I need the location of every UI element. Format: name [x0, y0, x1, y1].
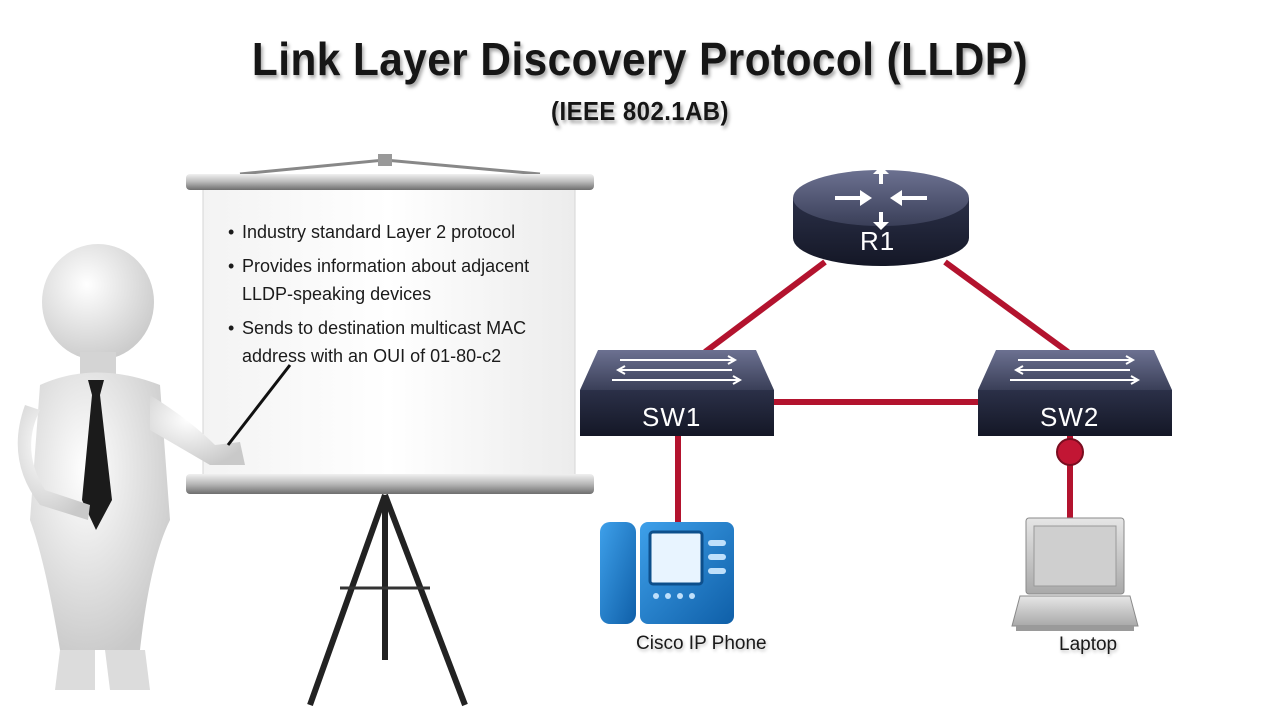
port-indicator-icon — [1056, 438, 1084, 466]
switch1-label: SW1 — [642, 402, 702, 432]
router-arrows-icon — [835, 166, 927, 230]
laptop-label: Laptop — [1059, 634, 1118, 655]
ip-phone-icon — [600, 522, 734, 624]
switch-sw2 — [978, 350, 1172, 466]
switch-arrows-icon — [1010, 355, 1141, 385]
router-r1 — [793, 166, 969, 266]
phone-label: Cisco IP Phone — [636, 633, 767, 654]
switch-sw1 — [580, 350, 774, 436]
page-title: Link Layer Discovery Protocol (LLDP) — [251, 33, 1029, 85]
link-r1-sw1 — [703, 259, 827, 355]
bullet-item: Industry standard Layer 2 protocol — [228, 218, 568, 246]
bullet-item: Sends to destination multicast MAC addre… — [228, 314, 568, 370]
switch2-label: SW2 — [1040, 402, 1100, 432]
router-label: R1 — [860, 226, 896, 256]
switch-arrows-icon — [612, 355, 743, 385]
laptop-icon — [1011, 517, 1139, 631]
presenter-figure — [17, 244, 292, 690]
link-r1-sw2 — [943, 259, 1070, 355]
bullet-item: Provides information about adjacent LLDP… — [228, 252, 568, 308]
board-bullet-list: Industry standard Layer 2 protocol Provi… — [228, 218, 568, 376]
page-subtitle: (IEEE 802.1AB) — [551, 96, 729, 126]
